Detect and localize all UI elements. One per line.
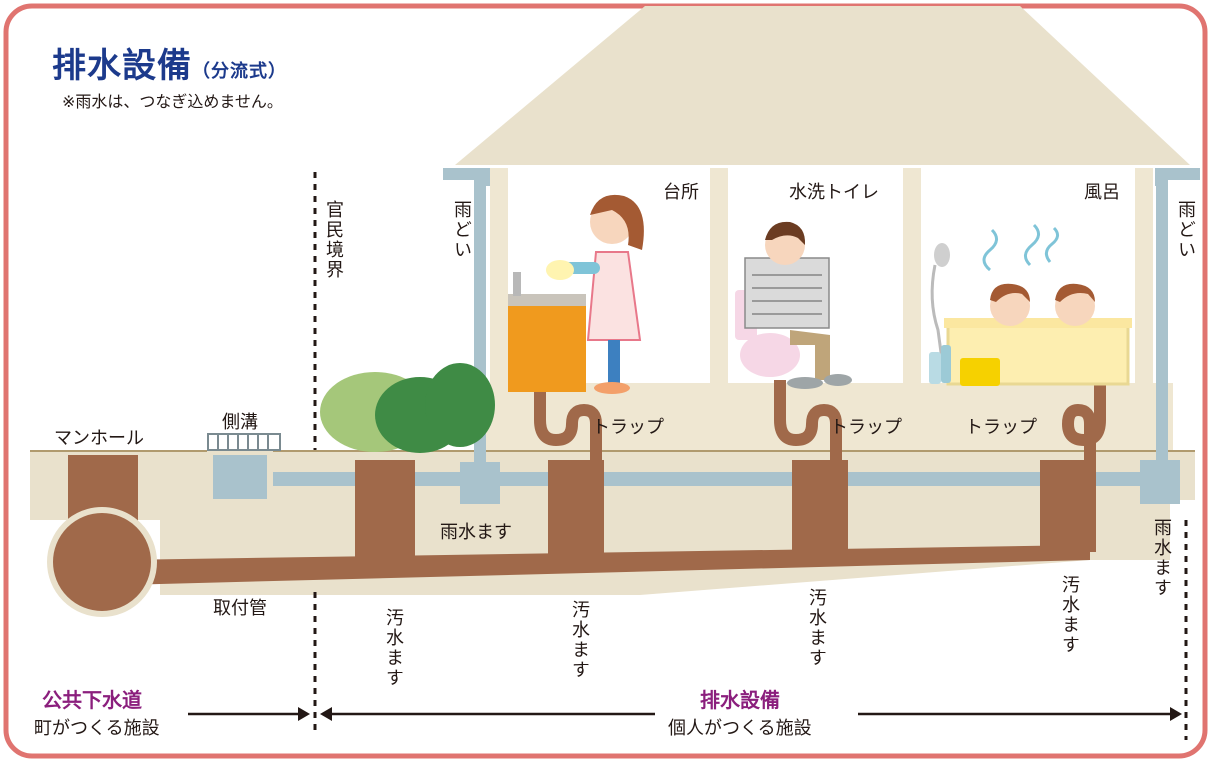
label-manhole: マンホール (54, 428, 144, 449)
newspaper (744, 257, 830, 329)
label-toilet: 水洗トイレ (789, 182, 879, 203)
woman-hair (590, 194, 644, 250)
rainwater-basin-left (460, 462, 500, 504)
shower-hose (930, 264, 944, 361)
bathtub-rim (944, 318, 1132, 328)
label-trap-3: トラップ (965, 417, 1037, 438)
child-1-hair (990, 283, 1030, 302)
shower-head (934, 243, 950, 267)
steam-1 (982, 228, 998, 272)
arrow-private-right-head (1170, 707, 1182, 721)
side-ditch-box (207, 449, 273, 505)
title-note: ※雨水は、つなぎ込めません。 (62, 92, 283, 111)
dish (546, 260, 574, 280)
rain-gutter-right-pipe (1156, 180, 1168, 465)
manhole-chamber (47, 507, 157, 617)
label-rainwater-basin-right: 雨水ます (1151, 518, 1172, 598)
label-sewage-basin-4: 汚水ます (1059, 575, 1080, 655)
kitchen-counter (508, 300, 586, 392)
legend-private-desc: 個人がつくる施設 (668, 718, 812, 739)
legend-public-title: 公共下水道 (42, 688, 142, 712)
house-wall-mid1 (710, 168, 728, 383)
sewage-basin-1 (355, 460, 415, 560)
house-wall-mid2 (903, 168, 921, 383)
page-title: 排水設備（分流式） (52, 46, 287, 86)
house-wall-left (490, 168, 508, 383)
sewage-basin-2 (548, 460, 604, 555)
woman-legs (608, 340, 620, 388)
steam-3 (1045, 226, 1059, 263)
label-connection-pipe: 取付管 (213, 598, 267, 619)
trap-pipe-1 (534, 380, 602, 460)
man-shoe-1 (787, 377, 823, 389)
gutter-head-right (1155, 168, 1200, 186)
sewage-basin-4 (1040, 460, 1096, 552)
side-ditch-grate (207, 433, 281, 451)
sewage-basin-3 (792, 460, 848, 552)
kitchen-sink-top (508, 294, 586, 306)
man-legs (790, 330, 830, 380)
trap-pipe-3 (1061, 380, 1106, 460)
label-sewage-basin-2: 汚水ます (569, 600, 590, 680)
label-sewage-basin-1: 汚水ます (383, 608, 404, 688)
label-trap-2: トラップ (830, 417, 902, 438)
bottle-1 (929, 352, 941, 384)
label-boundary: 官民境界 (323, 200, 344, 280)
man-shoe-2 (824, 374, 852, 386)
rainwater-basin-right (1140, 460, 1180, 504)
label-rainwater-basin: 雨水ます (440, 522, 512, 543)
house-wall-right (1135, 168, 1153, 383)
man-hair (765, 221, 806, 245)
toilet-bowl (740, 333, 800, 377)
child-2-hair (1055, 283, 1095, 302)
title-sub: （分流式） (192, 61, 287, 82)
label-side-ditch: 側溝 (222, 412, 258, 433)
bottle-2 (941, 345, 951, 383)
arrow-public-head (298, 707, 310, 721)
sewage-main-pipe (120, 545, 1090, 585)
label-kitchen: 台所 (663, 182, 699, 203)
legend-public-desc: 町がつくる施設 (34, 718, 160, 739)
bucket (960, 358, 1000, 386)
label-bath: 風呂 (1084, 182, 1120, 203)
steam-2 (1024, 223, 1040, 267)
legend-private-title: 排水設備 (700, 688, 780, 712)
kitchen-faucet (513, 272, 521, 296)
house-roof (455, 6, 1190, 165)
label-rain-gutter-right: 雨どい (1175, 200, 1196, 260)
label-rain-gutter-left: 雨どい (451, 200, 472, 260)
bush-dark-2 (425, 363, 495, 447)
trap-pipe-2 (774, 380, 842, 460)
woman-shoe (594, 382, 630, 394)
label-sewage-basin-3: 汚水ます (806, 588, 827, 668)
arrow-private-left-head (320, 707, 332, 721)
label-trap-1: トラップ (592, 417, 664, 438)
gutter-head-left (443, 168, 490, 186)
woman-apron (586, 251, 642, 341)
